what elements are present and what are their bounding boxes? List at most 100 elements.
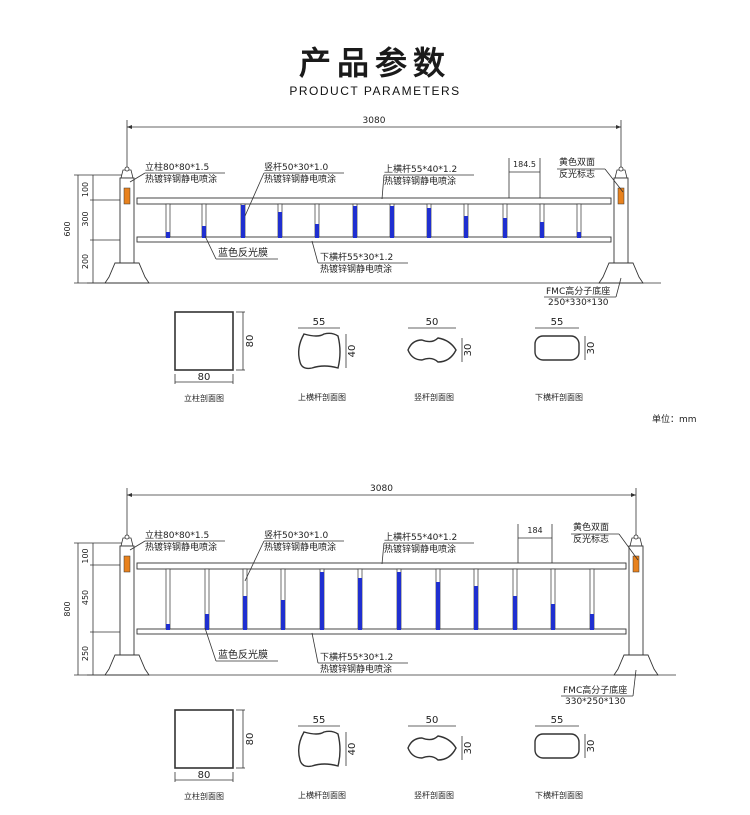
reflector-text-1: 黄色双面: [559, 156, 595, 168]
post-spec-text: 立柱80*80*1.5: [145, 161, 209, 173]
base-leader: [615, 277, 622, 298]
post-section-caption: 立柱剖面图: [184, 791, 224, 801]
top-rail-section-shape: [297, 332, 341, 370]
height-total-text: 600: [63, 221, 72, 236]
bottom-rail-section-shape: [534, 335, 580, 361]
blue-reflective-film: [358, 578, 362, 630]
reflector-right: [617, 187, 625, 205]
vertical-section-height-text: 30: [463, 344, 474, 357]
vertical-leader: [244, 540, 265, 582]
blue-reflective-film: [397, 572, 401, 630]
post-spec-text: 立柱80*80*1.5: [145, 529, 209, 541]
blue-reflective-film: [243, 596, 247, 630]
blue-reflective-film: [474, 586, 478, 630]
bottom-rail-section-width-text: 55: [551, 317, 564, 328]
vertical-section-height-text: 30: [463, 742, 474, 755]
overall-width-dim-arrow-right: [616, 125, 621, 129]
post-finish-text: 热镀锌钢静电喷涂: [145, 541, 217, 553]
blue-reflective-film: [427, 208, 431, 238]
reflector-left: [123, 187, 131, 205]
top-rail-section-width-text: 55: [313, 715, 326, 726]
reflector-text-1: 黄色双面: [573, 521, 609, 533]
vertical-leader: [244, 172, 265, 217]
top-rail-finish-text: 热镀锌钢静电喷涂: [384, 175, 456, 187]
bottom-rail-spec-text: 下横杆55*30*1.2: [320, 651, 393, 663]
overall-width-dim-arrow-left: [127, 493, 132, 497]
blue-reflective-film: [577, 232, 581, 238]
overall-width-text: 3080: [363, 116, 386, 126]
top-rail-section-width-text: 55: [313, 317, 326, 328]
post-section-height-text: 80: [245, 733, 256, 746]
vertical-finish-text: 热镀锌钢静电喷涂: [264, 541, 336, 553]
vertical-section-shape: [407, 337, 457, 363]
top-rail-leader: [381, 542, 385, 565]
top-rail-section-shape: [297, 730, 341, 768]
bottom-rail-leader: [311, 632, 319, 664]
vertical-section-caption: 竖杆剖面图: [414, 392, 454, 402]
spacing-text: 184.5: [513, 160, 536, 169]
page-subtitle: PRODUCT PARAMETERS: [289, 84, 461, 98]
base-size-text: 250*330*130: [548, 298, 609, 308]
post-section-width-text: 80: [198, 770, 211, 781]
post-section-height-text: 80: [245, 335, 256, 348]
top-rail: [136, 562, 627, 570]
post-knob-left: [124, 534, 130, 540]
reflector-right: [632, 555, 640, 573]
blue-film-leader: [204, 235, 217, 260]
vertical-spec-text: 竖杆50*30*1.0: [264, 161, 328, 173]
bottom-rail: [136, 236, 612, 243]
blue-reflective-film: [278, 212, 282, 238]
blue-reflective-film: [353, 206, 357, 238]
page-title: 产品参数: [298, 44, 451, 82]
blue-reflective-film: [540, 222, 544, 238]
vertical-section-width-text: 50: [426, 715, 439, 726]
post-leader: [129, 172, 146, 183]
height-part2-text: 450: [81, 590, 90, 605]
top-rail-spec-text: 上横杆55*40*1.2: [384, 163, 457, 175]
vertical-section-caption: 竖杆剖面图: [414, 790, 454, 800]
blue-reflective-film: [205, 614, 209, 630]
bottom-rail-section-caption: 下横杆剖面图: [535, 392, 583, 402]
base-spec-text: FMC高分子底座: [546, 285, 610, 297]
post-section-caption: 立柱剖面图: [184, 393, 224, 403]
blue-reflective-film: [436, 582, 440, 630]
post-knob-left: [124, 166, 130, 172]
blue-reflective-film: [202, 226, 206, 238]
height-part3-text: 250: [81, 646, 90, 661]
post-finish-text: 热镀锌钢静电喷涂: [145, 173, 217, 185]
vertical-section-shape: [407, 735, 457, 761]
bottom-rail-section-width-text: 55: [551, 715, 564, 726]
bottom-rail-section-caption: 下横杆剖面图: [535, 790, 583, 800]
base-spec-text: FMC高分子底座: [563, 684, 627, 696]
overall-width-dim-arrow-left: [127, 125, 132, 129]
top-rail-section-height-text: 40: [347, 743, 358, 756]
top-rail-section-caption: 上横杆剖面图: [298, 790, 346, 800]
top-rail-finish-text: 热镀锌钢静电喷涂: [384, 543, 456, 555]
blue-reflective-film: [513, 596, 517, 630]
height-part3-text: 200: [81, 254, 90, 269]
blue-reflective-film: [166, 232, 170, 238]
top-rail-leader: [381, 174, 385, 200]
post-section-width-text: 80: [198, 372, 211, 383]
vertical-bar: [165, 568, 171, 630]
blue-reflective-film: [551, 604, 555, 630]
reflector-text-2: 反光标志: [559, 168, 595, 180]
height-part2-text: 300: [81, 211, 90, 226]
blue-reflective-film: [503, 218, 507, 238]
drawing-2: 3080800100450250立柱80*80*1.5热镀锌钢静电喷涂竖杆50*…: [63, 484, 676, 801]
bottom-rail-section-shape: [534, 733, 580, 759]
bottom-rail-finish-text: 热镀锌钢静电喷涂: [320, 263, 392, 275]
reflector-leader: [618, 533, 639, 561]
drawing-1: 3080600100300200立柱80*80*1.5热镀锌钢静电喷涂竖杆50*…: [63, 116, 697, 425]
blue-reflective-film: [315, 224, 319, 238]
post-section-shape: [174, 311, 234, 371]
blue-film-leader: [204, 627, 217, 662]
blue-reflective-film: [464, 216, 468, 238]
top-rail-section-caption: 上横杆剖面图: [298, 392, 346, 402]
blue-film-text: 蓝色反光膜: [218, 648, 268, 661]
height-total-text: 800: [63, 601, 72, 616]
height-part1-text: 100: [81, 548, 90, 563]
blue-reflective-film: [241, 205, 245, 238]
vertical-finish-text: 热镀锌钢静电喷涂: [264, 173, 336, 185]
blue-reflective-film: [166, 624, 170, 630]
